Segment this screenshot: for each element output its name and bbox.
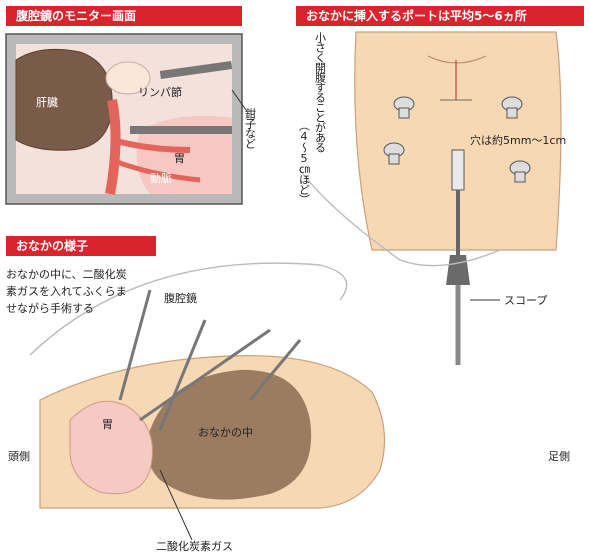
hole-size-label: 穴は約5mm〜1cm (470, 132, 566, 148)
artery-vessel (110, 100, 116, 194)
liver-shape (16, 49, 112, 150)
scope-handle (446, 255, 470, 285)
stomach-label-monitor: 胃 (174, 150, 185, 166)
belly-description-line: おなかの中に、二酸化炭 (6, 266, 127, 283)
scope-port (452, 150, 464, 190)
liver-label: 肝臓 (36, 94, 58, 110)
inside-label: おなかの中 (198, 424, 253, 440)
belly-description-line: せながら手術する (6, 300, 127, 317)
belly-description: おなかの中に、二酸化炭 素ガスを入れてふくらま せながら手術する (6, 266, 127, 317)
incision-note: 小さく開腹することがある (314, 32, 326, 152)
belly-description-line: 素ガスを入れてふくらま (6, 283, 127, 300)
instrument-shaft-lower (130, 126, 232, 134)
head-side-label: 頭側 (8, 448, 30, 464)
incision-size: （4〜5㎝ほど） (298, 120, 310, 204)
scope-label: スコープ (504, 292, 547, 308)
foot-side-label: 足側 (548, 448, 570, 464)
forceps-label: 鉗子など (244, 108, 256, 148)
lymph-node-label: リンパ節 (138, 84, 182, 100)
laparoscope-label: 腹腔鏡 (164, 290, 197, 306)
artery-label: 動脈 (150, 170, 172, 186)
torso-illustration (300, 32, 561, 365)
co2-gas-label: 二酸化炭素ガス (156, 538, 233, 554)
stomach-label-belly: 胃 (102, 416, 113, 432)
monitor-illustration (6, 34, 246, 204)
